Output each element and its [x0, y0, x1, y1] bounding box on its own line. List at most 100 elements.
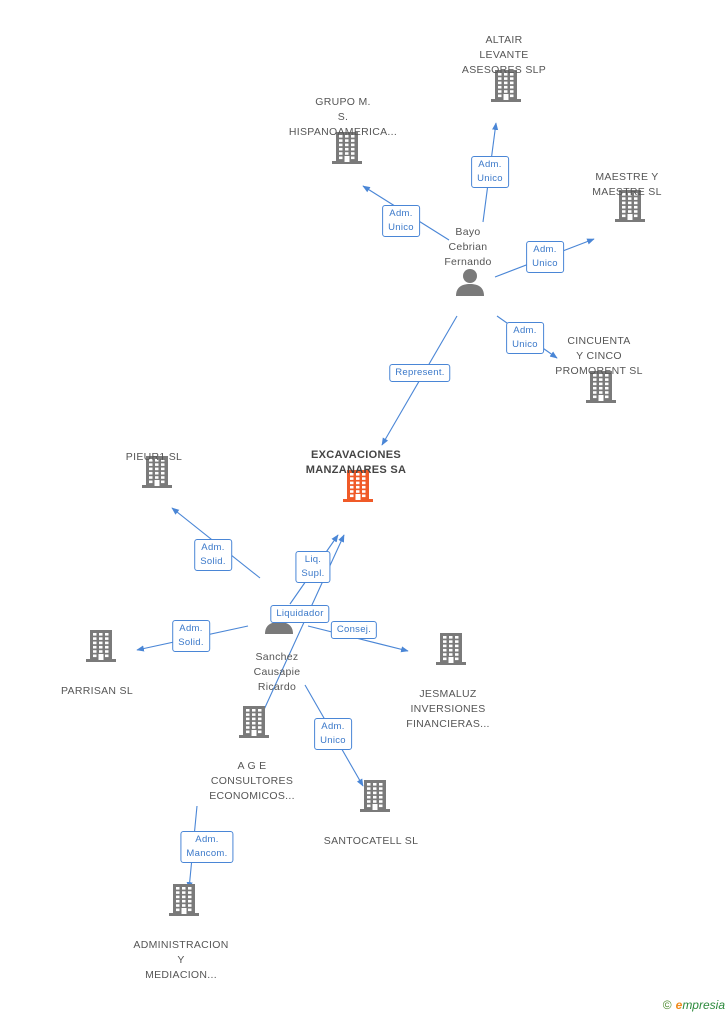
edge-label-line: Adm. [513, 325, 537, 336]
building-icon [142, 456, 172, 488]
building-icon [343, 470, 373, 502]
node-label-excavaciones[interactable]: EXCAVACIONES MANZANARES SA [306, 448, 406, 478]
node-pieur[interactable] [141, 455, 173, 494]
copyright-icon: © [662, 998, 672, 1012]
node-label-line: CINCUENTA [567, 335, 631, 347]
edge-label-line: Unico [320, 735, 346, 746]
node-label-line: Cebrian [448, 241, 488, 253]
node-label-line: CONSULTORES [210, 775, 294, 787]
node-label-line: Y [177, 954, 185, 966]
node-label-line: MEDIACION... [145, 969, 217, 981]
node-maestre[interactable] [614, 189, 646, 228]
node-label-line: JESMALUZ [419, 688, 477, 700]
node-label-parrisan[interactable]: PARRISAN SL [61, 684, 133, 699]
node-label-line: INVERSIONES [410, 703, 486, 715]
node-administracion[interactable] [168, 883, 200, 922]
edge-label[interactable]: Liq.Supl. [295, 551, 331, 583]
node-label-maestre[interactable]: MAESTRE Y MAESTRE SL [592, 170, 662, 200]
edge-label-line: Unico [388, 222, 414, 233]
edge-label[interactable]: Adm.Unico [526, 241, 564, 273]
node-label-line: Y CINCO [576, 350, 622, 362]
building-icon [615, 190, 645, 222]
edge-label[interactable]: Represent. [389, 364, 451, 382]
node-label-santocatell[interactable]: SANTOCATELL SL [324, 834, 418, 849]
node-label-line: LEVANTE [479, 49, 529, 61]
node-label-cincuenta[interactable]: CINCUENTA Y CINCO PROMORENT SL [555, 334, 642, 379]
brand-watermark: ©empresia [663, 998, 725, 1012]
node-label-jesmaluz[interactable]: JESMALUZ INVERSIONES FINANCIERAS... [406, 687, 490, 732]
node-label-age[interactable]: A G E CONSULTORES ECONOMICOS... [209, 759, 295, 804]
node-label-line: S. [337, 111, 349, 123]
node-grupo[interactable] [331, 131, 363, 170]
node-label-altair[interactable]: ALTAIR LEVANTE ASESORES SLP [462, 33, 546, 78]
node-age[interactable] [238, 705, 270, 744]
edge-label-line: Adm. [195, 834, 219, 845]
node-jesmaluz[interactable] [435, 632, 467, 671]
node-label-pieur[interactable]: PIEUR1 SL [126, 450, 182, 465]
edge-label-line: Adm. [478, 159, 502, 170]
node-label-line: GRUPO M. [315, 96, 371, 108]
node-label-line: A G E [237, 760, 267, 772]
edge-label-line: Unico [512, 339, 538, 350]
edge-label-line: Adm. [533, 244, 557, 255]
building-icon [86, 630, 116, 662]
edge-label[interactable]: Adm. Unico [471, 156, 509, 188]
edge-label-line: Adm. [389, 208, 413, 219]
node-label-line: Sanchez [255, 651, 299, 663]
building-icon [436, 633, 466, 665]
node-label-line: PIEUR1 SL [125, 451, 183, 463]
node-label-line: FINANCIERAS... [406, 718, 490, 730]
edge-label[interactable]: Adm.Solid. [194, 539, 232, 571]
node-label-line: PROMORENT SL [555, 365, 643, 377]
edge-label[interactable]: Liquidador [270, 605, 330, 623]
node-label-administracion[interactable]: ADMINISTRACION Y MEDIACION... [133, 938, 228, 983]
edge-label[interactable]: Consej. [330, 621, 378, 639]
edge-label[interactable]: Adm. Mancom. [180, 831, 234, 863]
node-label-line: Bayo [455, 226, 481, 238]
node-cincuenta[interactable] [585, 370, 617, 409]
node-label-line: MAESTRE Y [595, 171, 659, 183]
node-label-line: ECONOMICOS... [209, 790, 295, 802]
brand-initial: e [675, 998, 683, 1012]
node-santocatell[interactable] [359, 779, 391, 818]
building-icon [169, 884, 199, 916]
node-parrisan[interactable] [85, 629, 117, 668]
building-icon [586, 371, 616, 403]
node-label-line: MANZANARES SA [305, 464, 407, 476]
person-icon [456, 269, 484, 296]
node-label-grupo[interactable]: GRUPO M. S. HISPANOAMERICA... [289, 95, 397, 140]
brand-name: mpresia [682, 998, 725, 1012]
edge-label-line: Represent. [395, 367, 445, 378]
node-label-line: MAESTRE SL [592, 186, 662, 198]
edge-label[interactable]: Adm. Unico [314, 718, 352, 750]
node-label-line: ASESORES SLP [461, 64, 547, 76]
node-label-line: SANTOCATELL SL [323, 835, 419, 847]
node-label-line: Causapie [253, 666, 301, 678]
edge-label-line: Solid. [178, 637, 204, 648]
node-altair[interactable] [490, 69, 522, 108]
edge-label[interactable]: Adm. Unico [506, 322, 544, 354]
building-icon [332, 132, 362, 164]
node-label-line: PARRISAN SL [61, 685, 133, 697]
node-label-line: ALTAIR [485, 34, 523, 46]
node-label-line: HISPANOAMERICA... [288, 126, 398, 138]
node-label-line: EXCAVACIONES [311, 449, 401, 461]
edge-label[interactable]: Adm. Unico [382, 205, 420, 237]
building-icon [360, 780, 390, 812]
edge-label-line: Adm. [321, 721, 345, 732]
edge-label-line: Adm. [179, 623, 203, 634]
edge-label-line: Unico [477, 173, 503, 184]
edge-label-line: Mancom. [186, 848, 228, 859]
edge-label-line: Adm. [201, 542, 225, 553]
node-excavaciones[interactable] [342, 469, 374, 508]
node-label-line: ADMINISTRACION [133, 939, 229, 951]
node-bayo[interactable] [455, 268, 485, 301]
edge-label[interactable]: Adm. Solid. [172, 620, 210, 652]
edge-label-line: Consej. [336, 624, 372, 635]
edge-label-line: Liquidador [276, 608, 324, 619]
node-label-line: Ricardo [257, 681, 297, 693]
building-icon [239, 706, 269, 738]
edge-label-line: Liq. [304, 554, 322, 565]
